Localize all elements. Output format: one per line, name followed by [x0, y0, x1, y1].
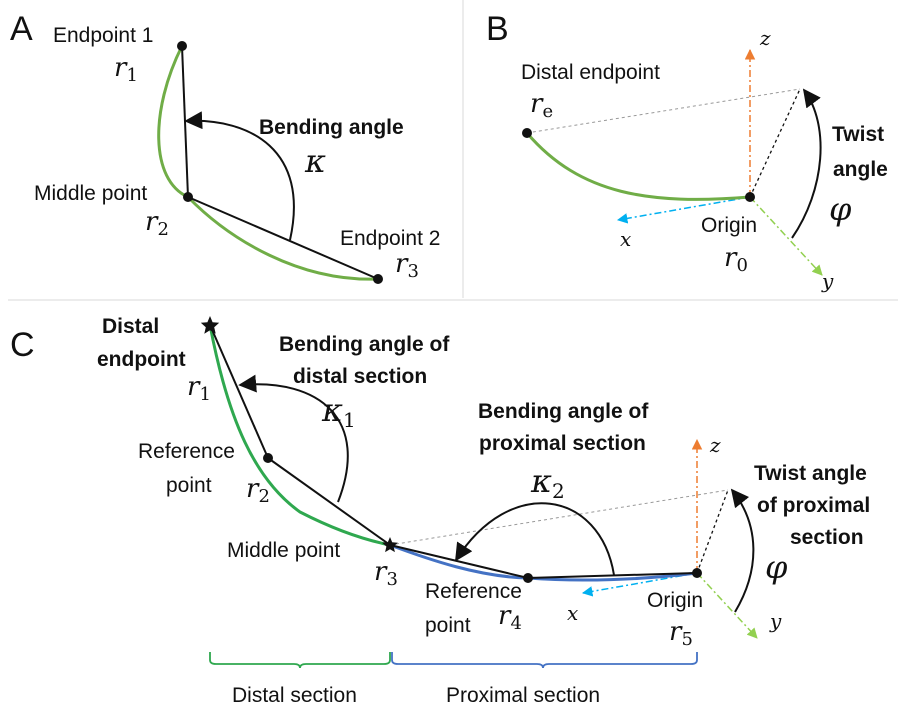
panel-c-distal-brace	[209, 652, 391, 669]
panel-b-point-r0	[745, 192, 755, 202]
panel-c-ref1-label-1: Reference	[138, 440, 235, 463]
panel-a-bending-label: Bending angle	[259, 116, 404, 139]
panel-c-distal-rod	[208, 324, 391, 547]
panel-a: A Endpoint 1 r1 Bending angle κ Middle p…	[10, 10, 440, 284]
panel-b: B Distal endpoint re z x y Origin r0 Twi…	[486, 10, 888, 293]
panel-b-r0-label: r0	[724, 243, 748, 276]
panel-c-chord-1	[209, 324, 269, 459]
panel-c-bend-prox-label-1: Bending angle of	[478, 400, 649, 423]
panel-c-star-distal-endpoint	[200, 316, 220, 334]
panel-c-chord-4	[527, 572, 698, 579]
panel-a-point-r3	[373, 274, 383, 284]
panel-b-twist-label-1: Twist	[832, 123, 884, 146]
panel-c-star-middle-point	[382, 537, 398, 553]
panel-b-phi-label: φ	[829, 190, 852, 228]
panel-c-bending-arc-proximal	[455, 502, 615, 576]
panel-b-point-re	[522, 128, 532, 138]
panel-b-letter: B	[486, 10, 509, 48]
panel-a-chord-2	[187, 196, 379, 280]
panel-b-twist-arc	[791, 88, 822, 239]
panel-b-x-axis	[616, 196, 751, 224]
panel-c-distal-section-label: Distal section	[232, 684, 357, 707]
panel-b-distal-label: Distal endpoint	[521, 61, 660, 84]
panel-c-letter: C	[10, 326, 35, 364]
panel-c-proximal-section-label: Proximal section	[446, 684, 600, 707]
panel-c-point-r4	[523, 573, 533, 583]
panel-c-distal-label-1: Distal	[102, 315, 159, 338]
panel-a-middle-label: Middle point	[34, 182, 147, 205]
panel-c-distal-label-2: endpoint	[97, 348, 186, 371]
panel-a-endpoint1-label: Endpoint 1	[53, 24, 153, 47]
panel-a-r1-label: r1	[114, 53, 138, 86]
panel-c-twist-label-3: section	[790, 526, 864, 549]
panel-c-middle-label: Middle point	[227, 539, 340, 562]
panel-c-proximal-brace	[391, 652, 698, 669]
panel-c-r4-label: r4	[498, 601, 522, 634]
panel-b-z-label: z	[759, 26, 771, 50]
panel-c-r5-label: r5	[669, 617, 693, 650]
panel-c-r1-label: r1	[187, 372, 211, 405]
panel-b-projection-black	[749, 88, 801, 198]
panel-a-kappa-label: κ	[304, 142, 326, 180]
panel-a-point-r1	[177, 41, 187, 51]
panel-c-bend-distal-label-2: distal section	[293, 365, 427, 388]
panel-c-projection-black	[696, 489, 729, 574]
panel-c-chord-2	[267, 457, 391, 546]
panel-c-twist-arc	[730, 488, 755, 613]
panel-c-twist-label-1: Twist angle	[754, 462, 867, 485]
panel-c-phi-label: φ	[765, 548, 788, 586]
panel-c-r2-label: r2	[246, 474, 270, 507]
panel-c-origin-label: Origin	[647, 589, 703, 612]
panel-c-kappa2-label: κ2	[530, 462, 565, 503]
panel-c-kappa1-label: κ1	[321, 391, 356, 432]
panel-a-letter: A	[10, 10, 33, 48]
panel-a-r3-label: r3	[395, 249, 419, 282]
panel-c-x-label: x	[567, 601, 578, 625]
panel-c-z-label: z	[709, 433, 721, 457]
panel-c-y-label: y	[769, 609, 782, 633]
panel-b-y-axis	[749, 196, 823, 276]
panel-c-point-r2	[263, 453, 273, 463]
panel-b-origin-label: Origin	[701, 214, 757, 237]
panel-c-ref1-label-2: point	[166, 474, 212, 497]
panel-b-re-label: re	[530, 89, 553, 122]
panel-a-bending-arc	[184, 111, 295, 241]
panel-c-ref2-label-2: point	[425, 614, 471, 637]
panel-a-endpoint2-label: Endpoint 2	[340, 227, 440, 250]
panel-a-r2-label: r2	[145, 207, 169, 240]
panel-c-r3-label: r3	[374, 557, 398, 590]
panel-b-y-label: y	[821, 269, 834, 293]
panel-c-bending-arc-distal	[238, 374, 349, 503]
panel-c-twist-label-2: of proximal	[757, 494, 870, 517]
panel-b-rod-curve	[525, 132, 751, 201]
panel-b-projection-grey	[526, 88, 801, 134]
panel-c-bend-prox-label-2: proximal section	[479, 432, 646, 455]
panel-c-bend-distal-label-1: Bending angle of	[279, 333, 450, 356]
panel-a-point-r2	[183, 192, 193, 202]
panel-c-ref2-label-1: Reference	[425, 580, 522, 603]
panel-b-twist-label-2: angle	[833, 158, 888, 181]
panel-c-point-r5	[692, 568, 702, 578]
panel-c-chord-3	[389, 544, 529, 579]
panel-b-x-label: x	[620, 227, 631, 251]
panel-c: C Distal endpoint r1 Bending angle of	[10, 315, 870, 707]
